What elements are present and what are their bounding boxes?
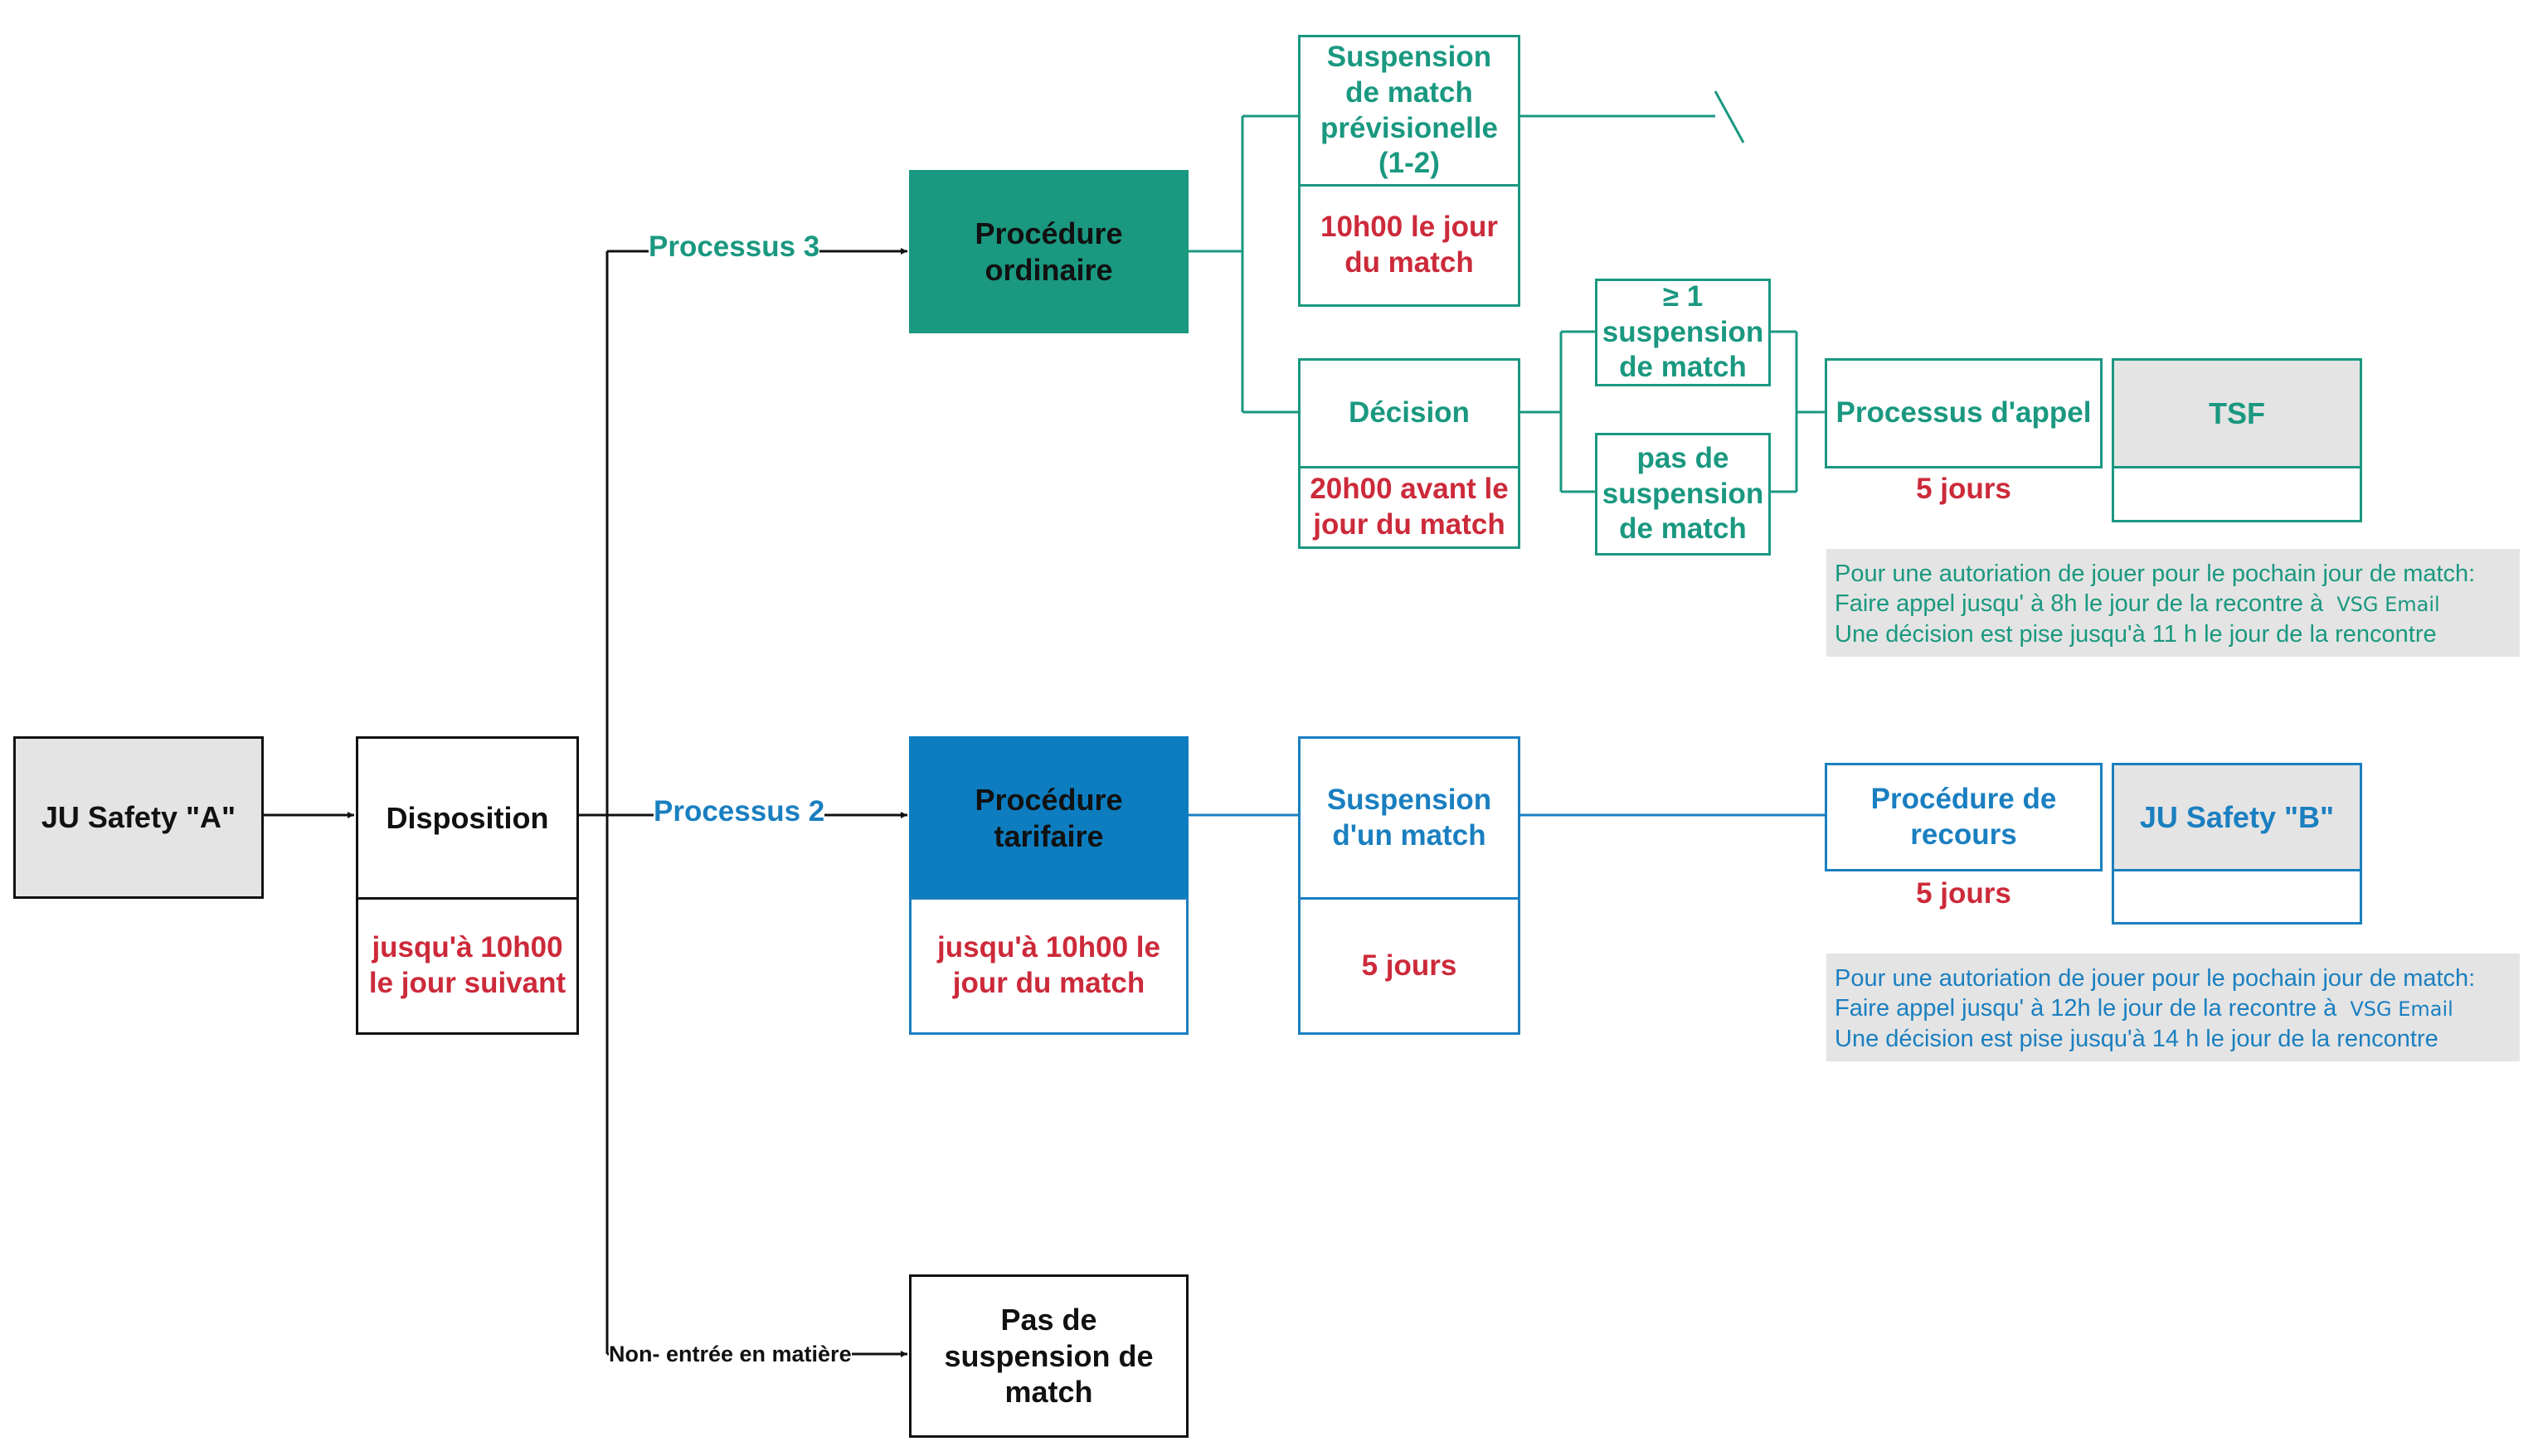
ordinary-authorization-note: Pour une autoriation de jouer pour le po… <box>1826 549 2520 657</box>
tariff-authorization-note: Pour une autoriation de jouer pour le po… <box>1826 954 2520 1061</box>
decision-deadline: 20h00 avant le jour du match <box>1298 466 1520 549</box>
vsg-email-logo: VSG Email <box>2350 997 2453 1021</box>
recourse-deadline: 5 jours <box>1916 877 2011 910</box>
note-line-1: Pour une autoriation de jouer pour le po… <box>1835 561 2476 587</box>
ordinary-procedure-box: Procédure ordinaire <box>909 170 1189 333</box>
appeal-deadline: 5 jours <box>1916 473 2011 505</box>
tariff-procedure-box: Procédure tarifaire <box>909 736 1189 900</box>
label-non-entree: Non- entrée en matière <box>609 1342 852 1367</box>
ju-safety-b-box: JU Safety "B" <box>2112 763 2362 871</box>
vsg-email-logo: VSG Email <box>2336 593 2440 616</box>
recourse-procedure-box: Procédure de recours <box>1825 763 2103 871</box>
note-line-3: Une décision est pise jusqu'à 14 h le jo… <box>1835 1026 2438 1052</box>
no-suspension-box: Pas de suspension de match <box>909 1274 1189 1438</box>
outcome-no-suspension-box: pas de suspension de match <box>1595 433 1771 556</box>
label-processus-2: Processus 2 <box>654 795 825 828</box>
note-line-3: Une décision est pise jusqu'à 11 h le jo… <box>1835 621 2437 648</box>
decision-box: Décision <box>1298 358 1520 468</box>
appeal-process-box: Processus d'appel <box>1825 358 2103 468</box>
outcome-suspension-box: ≥ 1 suspension de match <box>1595 279 1771 386</box>
provisional-suspension-deadline: 10h00 le jour du match <box>1298 184 1520 307</box>
tsf-empty-cell <box>2112 466 2362 522</box>
start-ju-safety-a: JU Safety "A" <box>13 736 264 899</box>
note-line-1: Pour une autoriation de jouer pour le po… <box>1835 965 2476 992</box>
disposition-box: Disposition <box>356 736 579 900</box>
single-match-suspension-deadline: 5 jours <box>1298 897 1520 1035</box>
single-match-suspension-box: Suspension d'un match <box>1298 736 1520 900</box>
provisional-suspension-box: Suspension de match prévisionelle (1-2) <box>1298 35 1520 187</box>
note-line-2: Faire appel jusqu' à 8h le jour de la re… <box>1835 590 2440 617</box>
disposition-deadline: jusqu'à 10h00 le jour suivant <box>356 897 579 1035</box>
ju-safety-b-empty-cell <box>2112 869 2362 925</box>
tsf-box: TSF <box>2112 358 2362 468</box>
tariff-procedure-deadline: jusqu'à 10h00 le jour du match <box>909 897 1189 1035</box>
note-line-2: Faire appel jusqu' à 12h le jour de la r… <box>1835 995 2453 1022</box>
label-processus-3: Processus 3 <box>649 231 820 264</box>
